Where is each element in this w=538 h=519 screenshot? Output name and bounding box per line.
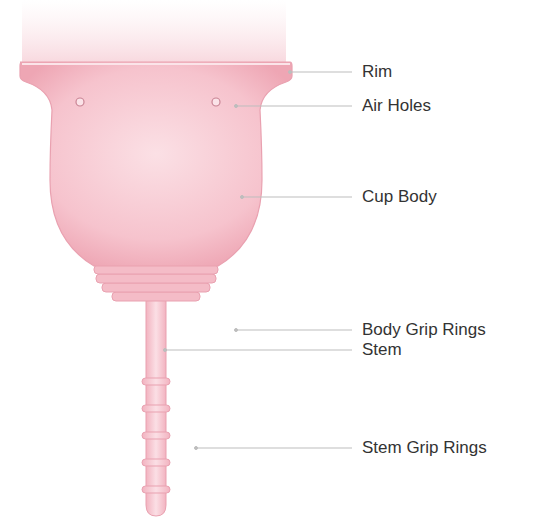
part-label: Air Holes — [362, 96, 431, 116]
part-label: Stem Grip Rings — [362, 438, 487, 458]
part-label: Body Grip Rings — [362, 320, 486, 340]
air-hole — [76, 98, 84, 106]
part-label: Stem — [362, 340, 402, 360]
body-grip-rings — [94, 265, 218, 301]
air-hole — [212, 98, 220, 106]
part-label: Rim — [362, 62, 392, 82]
part-label: Cup Body — [362, 187, 437, 207]
cup-stem — [142, 300, 170, 516]
cup-body — [20, 62, 292, 266]
cup-glow — [22, 0, 286, 64]
leader-lines — [164, 71, 353, 450]
